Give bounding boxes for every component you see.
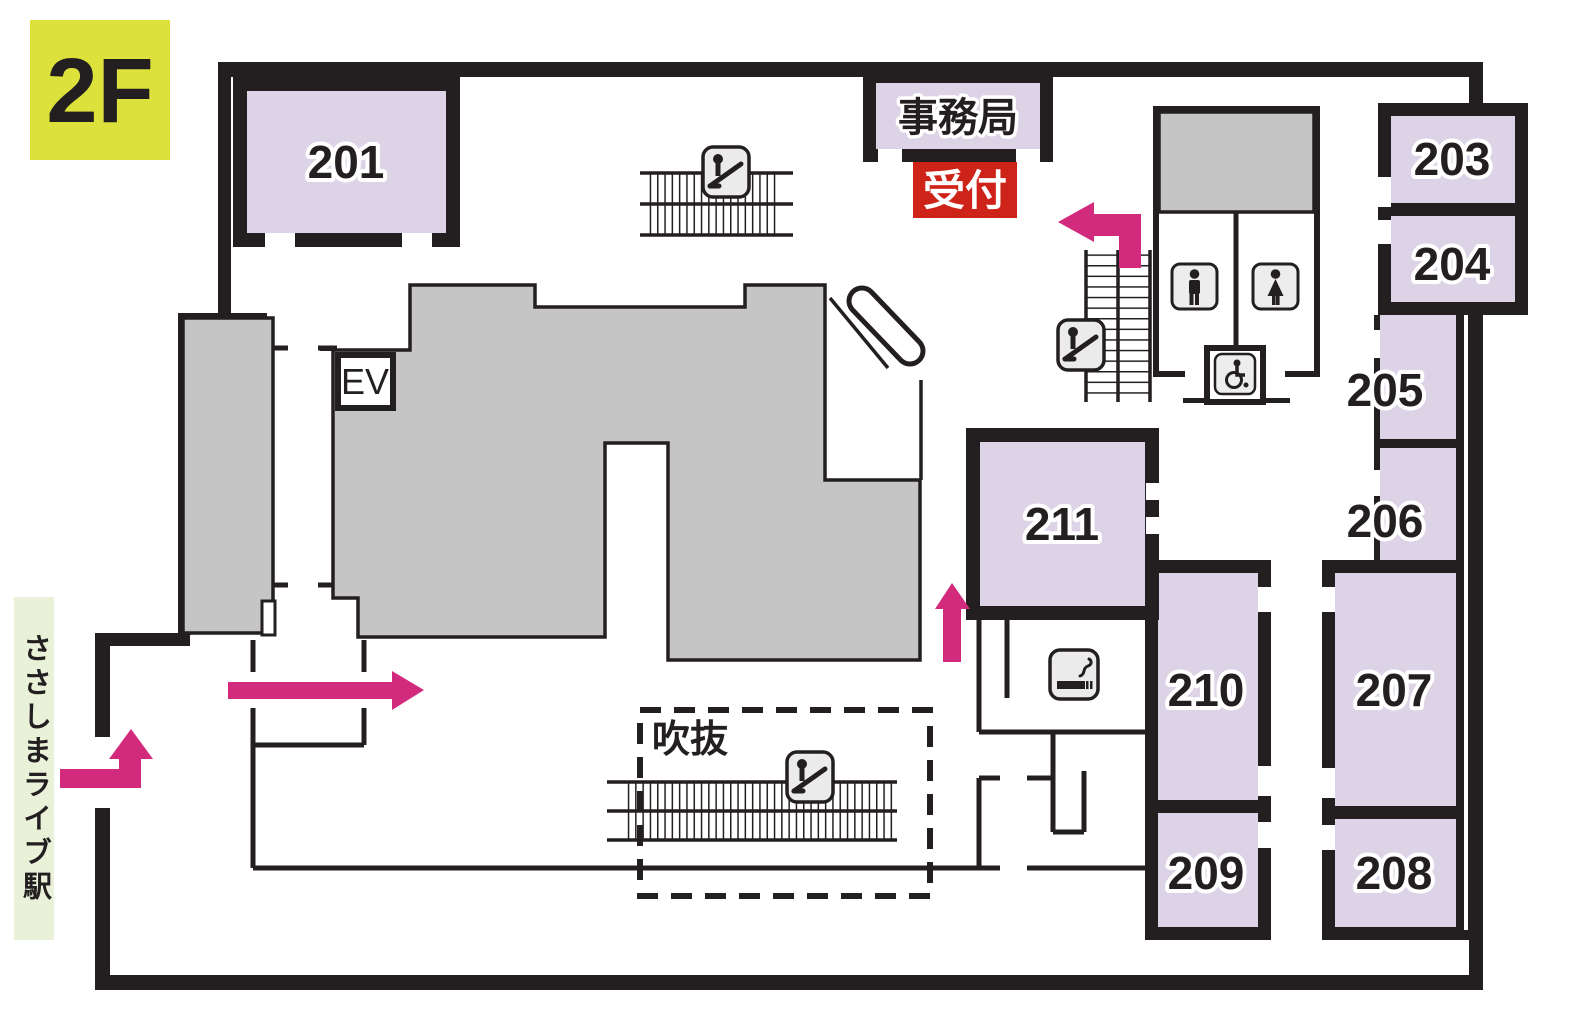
room-209 (1158, 813, 1258, 927)
toilet-block (1153, 106, 1320, 405)
room-204 (1391, 216, 1515, 302)
smoking-room (976, 620, 1145, 735)
room-211-label: 211 (1025, 498, 1099, 550)
office-label: 事務局 (898, 96, 1018, 140)
route-arrow-right (228, 671, 424, 710)
room-204-label: 204 (1414, 238, 1491, 290)
room-206 (1379, 448, 1456, 561)
route-arrow-up (935, 583, 970, 662)
room-210-label: 210 (1168, 664, 1245, 716)
stairs-center (640, 147, 793, 237)
room-207-208-block: 207 208 (1322, 560, 1469, 940)
room-206-label: 206 (1347, 495, 1424, 547)
reception-label: 受付 (923, 167, 1007, 214)
room-205-label: 205 (1347, 364, 1424, 416)
entry-vestibule (250, 640, 367, 868)
route-arrow-left (1058, 202, 1141, 268)
escalator-icon (1058, 320, 1104, 370)
room-207 (1335, 573, 1456, 806)
service-partitions (253, 732, 1145, 871)
escalator-icon (787, 752, 833, 802)
route-arrows (60, 583, 970, 788)
room-208 (1335, 819, 1456, 927)
womens-toilet-icon (1251, 262, 1300, 311)
reception: 受付 (913, 162, 1017, 218)
diagonal-escalator-rail (828, 296, 890, 370)
room-201: 201 (233, 77, 460, 247)
atrium-label: 吹抜 (652, 719, 728, 761)
mens-toilet-icon (1170, 262, 1219, 311)
room-210 (1158, 573, 1258, 800)
room-211: 211 (966, 428, 1159, 620)
room-205-206-strip: 205 206 (1343, 315, 1469, 567)
elevator-label: EV (341, 361, 389, 402)
stairs-northeast (1058, 202, 1152, 402)
room-208-label: 208 (1356, 847, 1433, 899)
room-205 (1379, 315, 1456, 439)
elevator: EV (320, 346, 396, 411)
room-201-label: 201 (308, 136, 385, 188)
atrium: 吹抜 (607, 707, 933, 899)
toilet-service-area (1157, 110, 1316, 214)
accessible-toilet-icon (1213, 352, 1257, 396)
atrium-stairs (624, 782, 896, 840)
room-203-204-block: 203 204 (1378, 103, 1528, 315)
service-area (181, 283, 926, 662)
office-room: 事務局 (863, 70, 1053, 162)
room-207-label: 207 (1356, 664, 1433, 716)
room-203-label: 203 (1414, 133, 1491, 185)
room-209-label: 209 (1168, 847, 1245, 899)
room-210-209-block: 210 209 (1145, 560, 1271, 940)
room-203 (1391, 116, 1515, 203)
smoking-area-icon (1048, 648, 1100, 701)
escalator-icon (703, 147, 749, 197)
floor-badge: 2F (30, 20, 170, 160)
service-area-left (181, 316, 275, 635)
station-strip: ささしまライブ駅 (14, 597, 54, 940)
station-label: ささしまライブ駅 (18, 632, 51, 905)
route-arrow-entry (60, 729, 153, 788)
floor-badge-label: 2F (46, 40, 153, 142)
